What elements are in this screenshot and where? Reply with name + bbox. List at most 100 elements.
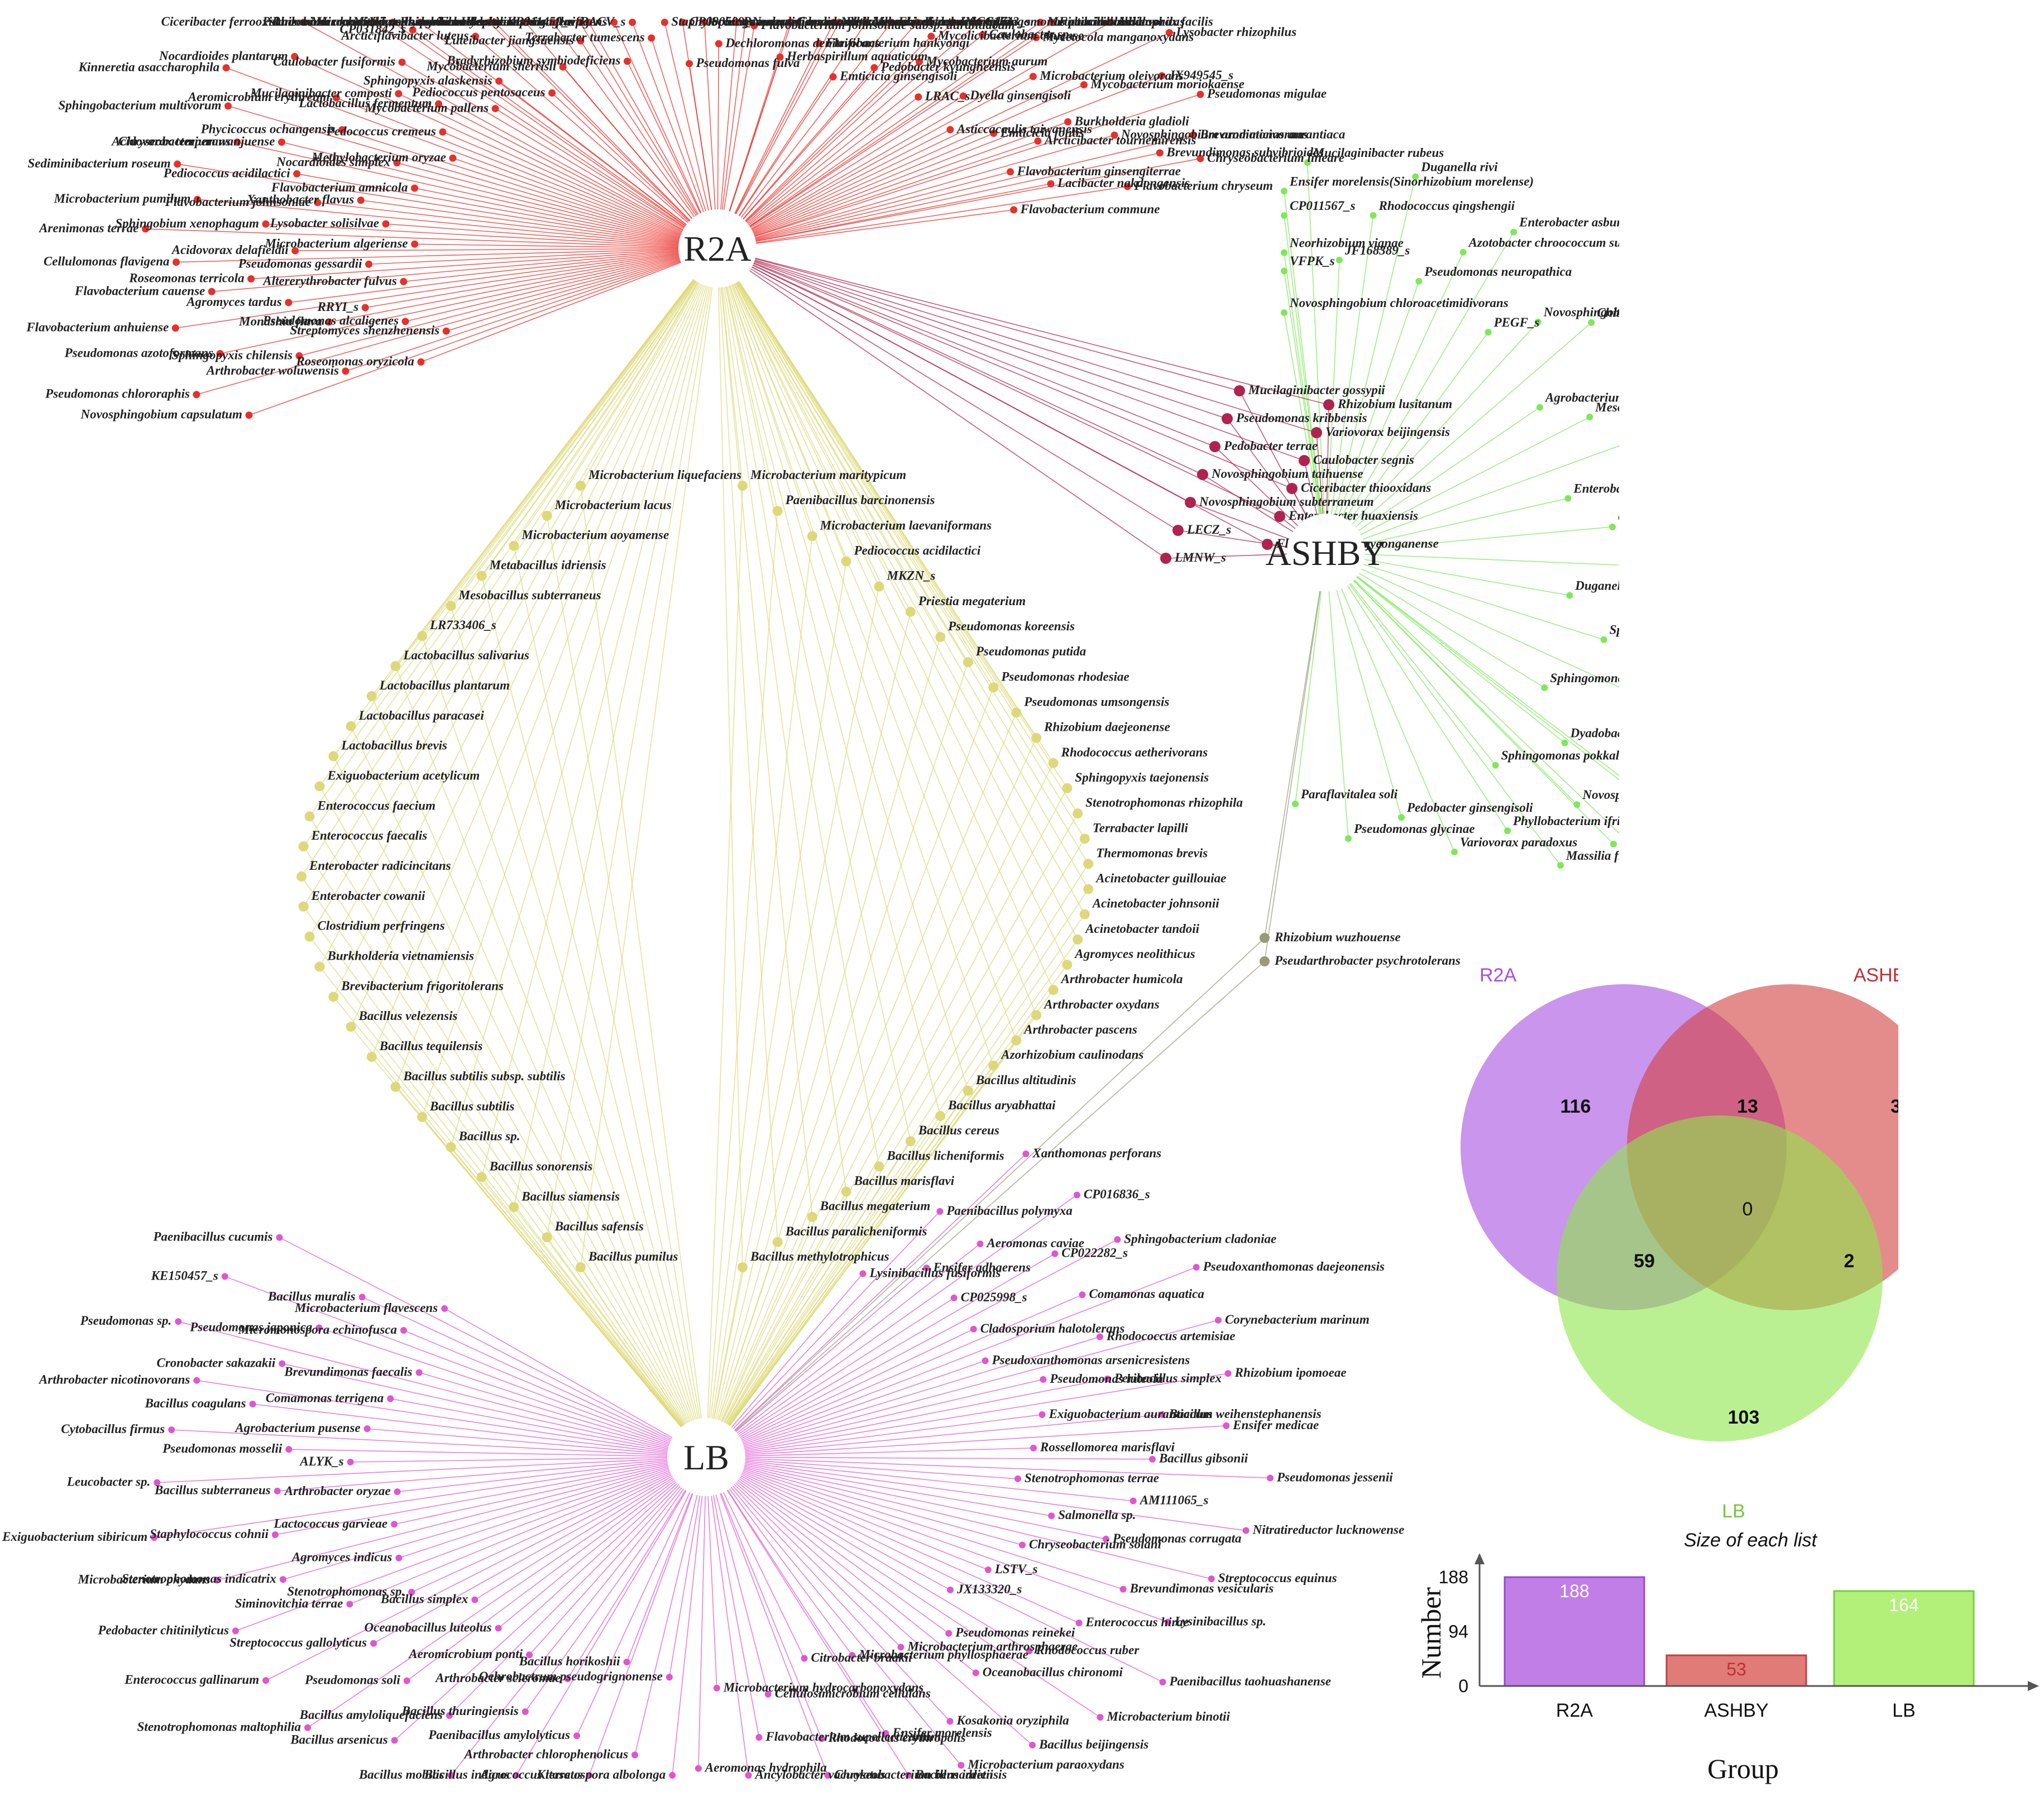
- edge-arthrobacter-humicola-r2a: [717, 248, 1054, 990]
- node-pegf-s: [1485, 329, 1492, 336]
- label-flavobacterium-chryseum: Flavobacterium chryseum: [1133, 179, 1273, 193]
- label-stenotrophomonas-maltophilia: Stenotrophomonas maltophilia: [137, 1720, 301, 1734]
- edge-bacillus-sonorensis-r2a: [481, 248, 718, 1177]
- label-pediococcus-acidilactici: Pediococcus acidilactici: [163, 166, 290, 180]
- venn-label-lb: LB: [1722, 1501, 1745, 1522]
- edge-paraflavitalea-soli-ashby: [1295, 552, 1327, 804]
- label-jx949545-s: JX949545_s: [1168, 68, 1233, 82]
- node-sphingopyxis-chilensis: [295, 352, 303, 360]
- edge-enterobacter-radicincitans-r2a: [301, 248, 718, 877]
- node-agromyces-tardus: [285, 299, 293, 306]
- edge-terrabacter-lapilli-lb: [706, 838, 1085, 1458]
- node-microbacterium-algeriense: [411, 240, 419, 248]
- edge-mycobacterium-pallens-r2a: [495, 108, 718, 249]
- label-burkholderia-gladioli: Burkholderia gladioli: [1074, 114, 1190, 128]
- label-oceanobacillus-luteolus: Oceanobacillus luteolus: [365, 1621, 492, 1635]
- label-mesorhizobium-erdmanii: Mesorhizobium erdmanii: [872, 15, 1007, 28]
- node-agrococcus-terreus: [586, 1772, 593, 1779]
- venn-count-ashby-only: 38: [1890, 1096, 1898, 1117]
- x-axis-label: Group: [1707, 1753, 1779, 1784]
- label-lactobacillus-fermentum: Lactobacillus fermentum: [298, 96, 432, 110]
- edge-imcc1743-s-r2a: [717, 22, 954, 249]
- label-novosphingobium-ovatum: Novosphingobium ovatum: [1543, 305, 1619, 319]
- edge-streptococcus-gallolyticus-lb: [373, 1457, 707, 1644]
- edge-lysobacter-solisilvae-r2a: [385, 223, 718, 249]
- label-chryseobacterium-solani: Chryseobacterium solani: [1029, 1537, 1162, 1551]
- node-pseudomonas-soli: [403, 1677, 410, 1684]
- venn-label-ashby: ASHBY: [1854, 965, 1898, 986]
- label-pedobacter-ginsengisoli: Pedobacter ginsengisoli: [1406, 801, 1533, 815]
- node-sphingomonas-pokkalii: [1492, 761, 1499, 769]
- edge-pseudomonas-reinekei-lb: [706, 1457, 949, 1634]
- edge-jx949545-s-r2a: [717, 75, 1162, 249]
- edge-flavobacterium-johnsoniae-r2a: [317, 202, 718, 249]
- edge-rhizobium-lusitanum-r2a: [717, 248, 1329, 405]
- label-ochrobactrum-pseudogrignonense: Ochrobactrum pseudogrignonense: [479, 1669, 663, 1683]
- edge-lmnw-s-r2a: [717, 248, 1166, 559]
- label-paenibacillus-cucumis: Paenibacillus cucumis: [152, 1230, 272, 1244]
- node-sphingopyxis-alaskensis: [495, 77, 503, 85]
- node-lysinibacillus-fusiformis: [859, 1270, 867, 1277]
- edge-rossellomorea-marisflavi-lb: [706, 1447, 1034, 1458]
- edge-leucobacter-sp-lb: [157, 1457, 707, 1483]
- node-arthrobacter-oxydans: [1031, 1010, 1042, 1021]
- edge-pseudoxanthomonas-arsenicresistens-lb: [706, 1360, 985, 1458]
- bar-value-r2a: 188: [1559, 1581, 1589, 1601]
- label-pseudomonas-reinekei: Pseudomonas reinekei: [955, 1626, 1075, 1640]
- label-chryseobacterium-wanjuense: Chryseobacterium wanjuense: [118, 135, 275, 149]
- node-lrac-s: [915, 93, 922, 101]
- node-microbacterium-arthrosphaerae: [897, 1644, 904, 1651]
- label-priestia-megaterium: Priestia megaterium: [918, 594, 1026, 608]
- node-bacillus-muralis: [358, 1294, 366, 1301]
- edge-lr733406-s-lb: [422, 635, 707, 1458]
- node-lactobacillus-fermentum: [435, 100, 443, 108]
- node-arthrobacter-nicotinovorans: [193, 1377, 200, 1384]
- edge-cytobacillus-firmus-lb: [171, 1429, 707, 1458]
- network-nodes: [141, 18, 1617, 1779]
- node-salmonella-sp: [1048, 1512, 1055, 1520]
- label-dyadobacter-jiangsuensis: Dyadobacter jiangsuensis: [1570, 726, 1619, 740]
- hub-label-lb: LB: [683, 1438, 729, 1477]
- label-microbacterium-liquefaciens: Microbacterium liquefaciens: [588, 468, 741, 482]
- node-burkholderia-vietnamiensis: [314, 961, 325, 972]
- edge-roseomonas-terricola-r2a: [251, 248, 718, 280]
- edge-pseudomonas-alcaligenes-r2a: [405, 248, 718, 322]
- edge-aeromicrobium-ponti-lb: [529, 1457, 707, 1655]
- node-mycobacterium-moriokaense: [1080, 81, 1088, 89]
- edge-phyllobacterium-ifriqiyense-ashby: [1325, 552, 1508, 831]
- label-exiguobacterium-aurantiacum: Exiguobacterium aurantiacum: [1049, 1407, 1213, 1421]
- node-neobacillus-vireti: [830, 18, 838, 26]
- node-lysinibacillus-sp: [1164, 1618, 1171, 1626]
- node-pediococcus-acidilactici: [293, 170, 301, 178]
- edge-fwxl-s-ashby: [1325, 552, 1619, 780]
- edge-rhizobium-wuzhouense-ashby: [1264, 552, 1327, 938]
- edge-lactococcus-garvieae-lb: [394, 1457, 707, 1525]
- node-bacillus-tequilensis: [366, 1052, 377, 1062]
- label-leucobacter-sp: Leucobacter sp.: [66, 1475, 150, 1489]
- node-micrococcus-luteus: [417, 18, 424, 26]
- label-pseudomonas-kribbensis: Pseudomonas kribbensis: [1236, 411, 1367, 425]
- edge-siminovitchia-terrae-lb: [350, 1457, 707, 1605]
- node-novosphingobium-umbonatum: [1573, 801, 1581, 808]
- label-pedobacter-chitinilyticus: Pedobacter chitinilyticus: [97, 1623, 228, 1637]
- node-caulobacter-fusiformis: [398, 59, 406, 66]
- node-cytobacillus-firmus: [168, 1426, 175, 1434]
- hub-label-r2a: R2A: [684, 229, 751, 269]
- label-bacillus-horikoshii: Bacillus horikoshii: [519, 1654, 620, 1668]
- label-rhodococcus-ruber: Rhodococcus ruber: [1036, 1643, 1140, 1657]
- edge-microbacterium-aoyamense-lb: [513, 545, 707, 1458]
- edge-sphingobacterium-multivorum-r2a: [228, 106, 718, 249]
- node-cp011567-s: [1281, 212, 1287, 219]
- node-emticicia-ginsengisoli: [829, 73, 837, 81]
- label-sphingobacterium-multivorum: Sphingobacterium multivorum: [59, 98, 222, 112]
- label-pseudomonas-neuropathica: Pseudomonas neuropathica: [1424, 265, 1572, 279]
- edge-kosakonia-oryziphila-lb: [706, 1457, 951, 1722]
- edge-pseudomonas-neuropathica-ashby: [1325, 281, 1420, 553]
- x-axis-arrow: [2028, 1681, 2039, 1691]
- label-pseudomonas-soli: Pseudomonas soli: [304, 1673, 400, 1687]
- node-microbacterium-oxydans: [213, 1577, 221, 1584]
- node-paenibacillus-barcinonensis: [772, 506, 783, 516]
- label-bacillus-subterraneus: Bacillus subterraneus: [154, 1483, 271, 1497]
- label-caulobacter-sp: Caulobacter sp.: [989, 27, 1072, 41]
